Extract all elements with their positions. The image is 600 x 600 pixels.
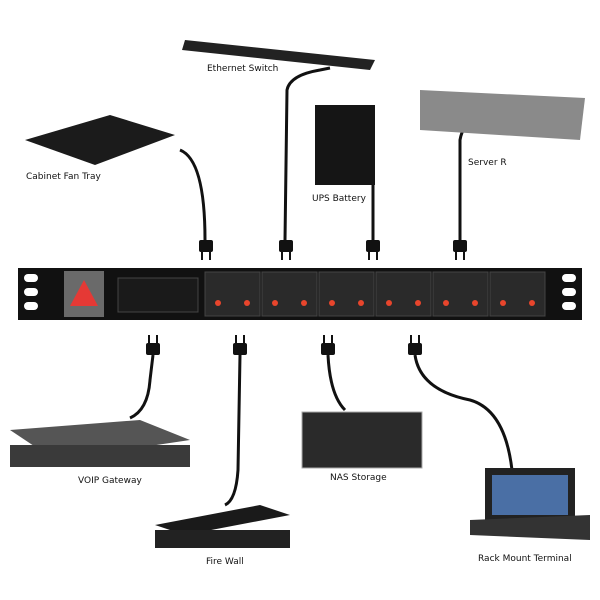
nas-device	[301, 411, 423, 469]
server-device	[420, 90, 585, 140]
cables	[129, 66, 514, 507]
label-fan-tray: Cabinet Fan Tray	[26, 172, 101, 182]
label-terminal: Rack Mount Terminal	[478, 554, 572, 564]
device-images	[10, 40, 590, 548]
warning-icon	[70, 280, 98, 306]
firewall-device	[155, 505, 290, 535]
label-nas: NAS Storage	[330, 473, 387, 483]
ethernet-switch-device	[182, 40, 375, 70]
label-ethernet-switch: Ethernet Switch	[207, 64, 279, 74]
ups-device	[315, 105, 375, 185]
label-firewall: Fire Wall	[206, 557, 244, 567]
label-voip: VOIP Gateway	[78, 476, 142, 486]
pdu-strip	[18, 268, 582, 320]
label-server: Server R	[468, 158, 507, 168]
plugs	[146, 240, 467, 355]
label-ups: UPS Battery	[312, 194, 366, 204]
fan-tray-device	[25, 115, 175, 165]
